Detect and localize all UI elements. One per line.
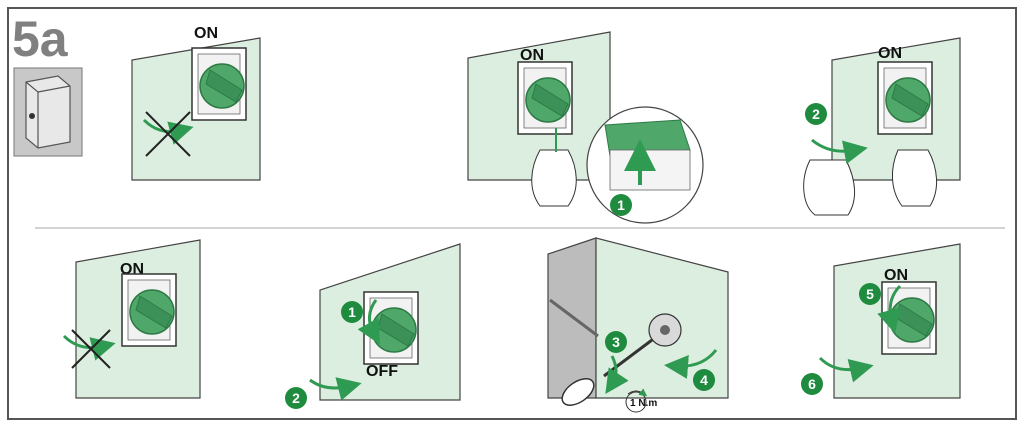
panel-5: OFF 1 2 (285, 243, 461, 409)
hand-icon (892, 149, 937, 207)
step-number: 3 (612, 334, 620, 350)
curved-arrow-icon (62, 334, 116, 361)
curved-arrow-icon (357, 299, 380, 345)
step-badge (605, 331, 627, 353)
curved-arrow-icon (664, 349, 718, 379)
rotary-handle-icon (517, 61, 573, 135)
hand-icon (531, 149, 577, 207)
panel-1: ON (131, 25, 261, 181)
section-code: 5a (12, 11, 69, 67)
rotary-handle-icon (121, 273, 177, 347)
switch-label: OFF (366, 363, 398, 380)
step-badge (610, 194, 632, 216)
panel-3: ON 2 (803, 37, 961, 216)
switch-label: ON (878, 45, 902, 62)
step-number: 2 (812, 106, 820, 122)
enclosure-icon (13, 67, 83, 157)
step-number: 4 (700, 372, 708, 388)
step-number: 1 (348, 304, 356, 320)
rotary-handle-icon (191, 47, 247, 121)
curved-arrow-icon (142, 118, 194, 145)
panel-4: ON (62, 239, 201, 399)
torque-icon (625, 388, 648, 413)
panel-2: ON 1 (467, 31, 704, 224)
cross-mark-icon (71, 329, 111, 369)
switch-label: ON (884, 267, 908, 284)
step-number: 5 (866, 286, 874, 302)
switch-label: ON (194, 25, 218, 42)
curved-arrow-icon (309, 377, 362, 401)
cross-mark-icon (145, 111, 191, 157)
step-badge (805, 103, 827, 125)
switch-label: ON (520, 47, 544, 64)
panel-6: 3 4 1 N.m (547, 237, 729, 413)
outer-frame (7, 7, 1017, 420)
torque-label: 1 N.m (630, 398, 657, 409)
curved-arrow-icon (605, 355, 629, 394)
curved-arrow-icon (818, 356, 874, 383)
curved-arrow-icon (811, 138, 868, 165)
step-badge (341, 301, 363, 323)
step-number: 1 (617, 197, 625, 213)
step-number: 2 (292, 390, 300, 406)
panel-7: ON 5 6 (801, 243, 961, 399)
step-badge (693, 369, 715, 391)
step-number: 6 (808, 376, 816, 392)
rotary-handle-icon (877, 61, 933, 135)
curved-arrow-icon (877, 284, 902, 334)
step-badge (285, 387, 307, 409)
hand-icon (803, 159, 855, 216)
step-badge (801, 373, 823, 395)
step-badge (859, 283, 881, 305)
dial-icon (648, 313, 682, 347)
